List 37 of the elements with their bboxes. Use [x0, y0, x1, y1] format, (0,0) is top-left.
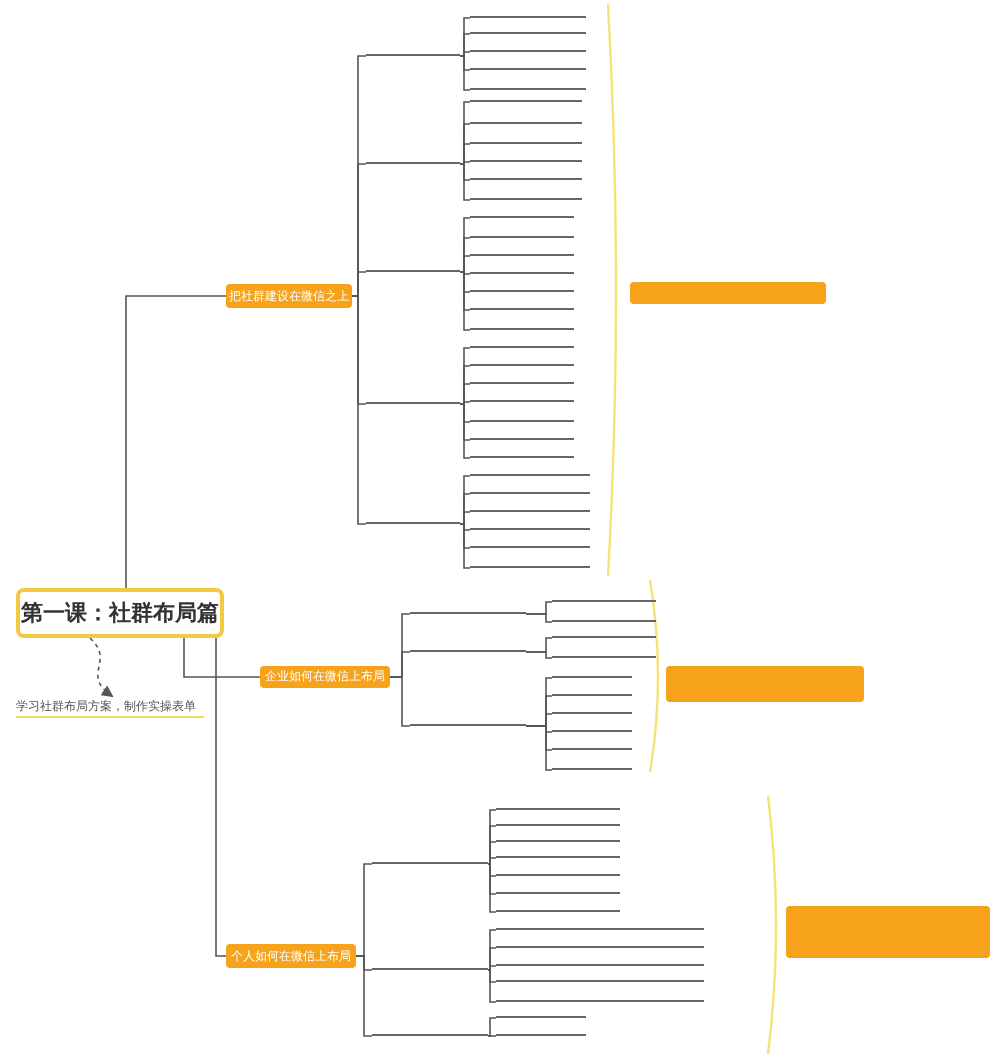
callout-box: [666, 666, 864, 702]
connector-line: [125, 295, 227, 589]
connector-line: [487, 1017, 497, 1037]
connector-line: [459, 33, 471, 57]
connector-line: [389, 676, 411, 727]
callout-box: [786, 906, 990, 958]
connector-line: [215, 637, 227, 957]
connector-line: [351, 295, 367, 525]
connector-line: [459, 255, 471, 273]
callout-box: [630, 282, 826, 304]
connector-line: [487, 965, 497, 971]
connector-line: [355, 955, 373, 1037]
connector-line: [351, 271, 367, 297]
title-box: 第一课：社群布局篇: [16, 588, 224, 638]
connector-line: [459, 51, 471, 57]
connector-line: [487, 969, 497, 1003]
arrow: [89, 637, 114, 698]
connector-line: [183, 637, 261, 678]
connector-line: [525, 651, 553, 659]
connector-line: [525, 725, 553, 771]
connector-line: [459, 523, 471, 531]
connector-line: [487, 1035, 497, 1037]
connector-line: [459, 55, 471, 91]
connector-line: [459, 523, 471, 569]
connector-line: [459, 383, 471, 405]
connector-line: [459, 143, 471, 165]
connector-line: [459, 403, 471, 459]
connector-line: [459, 511, 471, 525]
connector-line: [525, 613, 553, 623]
connector-line: [459, 161, 471, 165]
connector-line: [487, 947, 497, 971]
connector-line: [459, 271, 471, 275]
connector-line: [487, 857, 497, 865]
connector-line: [459, 401, 471, 405]
connector-line: [487, 863, 497, 913]
connector-line: [459, 163, 471, 201]
connector-line: [459, 271, 471, 331]
